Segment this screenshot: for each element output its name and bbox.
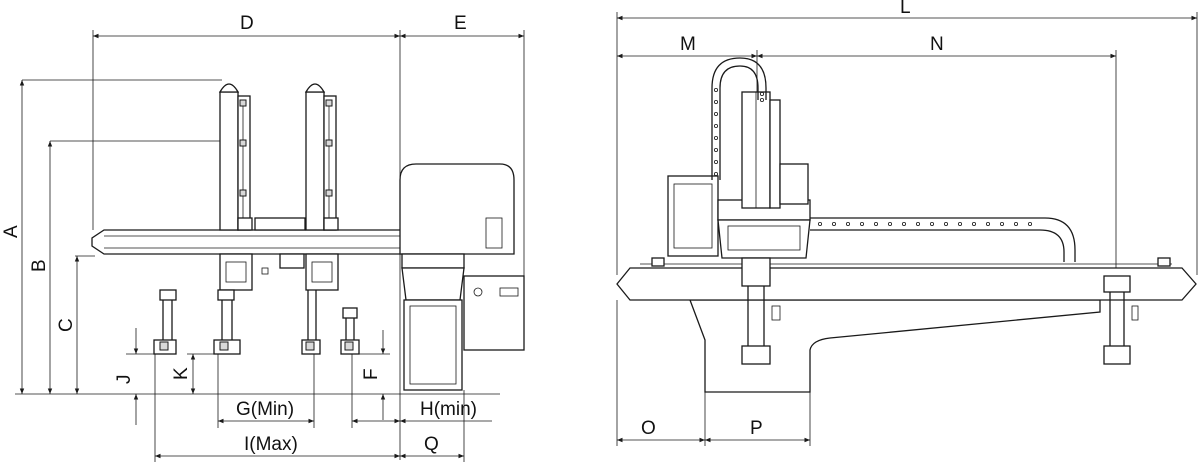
- label-d: D: [240, 13, 254, 34]
- chain-link: [714, 135, 719, 140]
- chain-link: [902, 221, 907, 226]
- chain-link: [714, 88, 719, 93]
- label-i: I(Max): [244, 434, 298, 455]
- chain-link: [1028, 221, 1033, 226]
- chain-link: [1014, 221, 1019, 226]
- label-b: B: [29, 259, 50, 272]
- chain-link: [916, 221, 921, 226]
- chain-link: [818, 221, 823, 226]
- label-k: K: [171, 367, 192, 380]
- drag-chain-links: [714, 88, 1033, 226]
- label-g: G(Min): [236, 399, 294, 420]
- label-n: N: [930, 34, 944, 55]
- chain-link: [714, 112, 719, 117]
- chain-link: [944, 221, 949, 226]
- label-m: M: [680, 34, 696, 55]
- side-view: L M N O P: [616, 0, 1198, 446]
- label-c: C: [56, 318, 77, 332]
- chain-link: [846, 221, 851, 226]
- label-j: J: [114, 375, 135, 385]
- label-f: F: [361, 368, 382, 380]
- chain-link: [860, 221, 865, 226]
- chain-link: [714, 147, 719, 152]
- chain-link: [714, 171, 719, 176]
- chain-link: [714, 100, 719, 105]
- chain-link: [714, 124, 719, 129]
- chain-link: [1000, 221, 1005, 226]
- front-view: D E A B C J K F G(Min) H(min) I(Max) Q: [1, 13, 525, 462]
- label-a: A: [1, 225, 22, 238]
- chain-link: [986, 221, 991, 226]
- chain-link: [972, 221, 977, 226]
- label-o: O: [641, 418, 656, 439]
- label-h: H(min): [420, 399, 477, 420]
- chain-link: [760, 98, 765, 103]
- label-q: Q: [424, 434, 439, 455]
- label-e: E: [454, 13, 467, 34]
- chain-link: [888, 221, 893, 226]
- chain-link: [874, 221, 879, 226]
- label-l: L: [900, 0, 911, 18]
- chain-link: [760, 92, 765, 97]
- label-p: P: [750, 418, 763, 439]
- chain-link: [958, 221, 963, 226]
- chain-link: [714, 159, 719, 164]
- chain-link: [930, 221, 935, 226]
- chain-link: [832, 221, 837, 226]
